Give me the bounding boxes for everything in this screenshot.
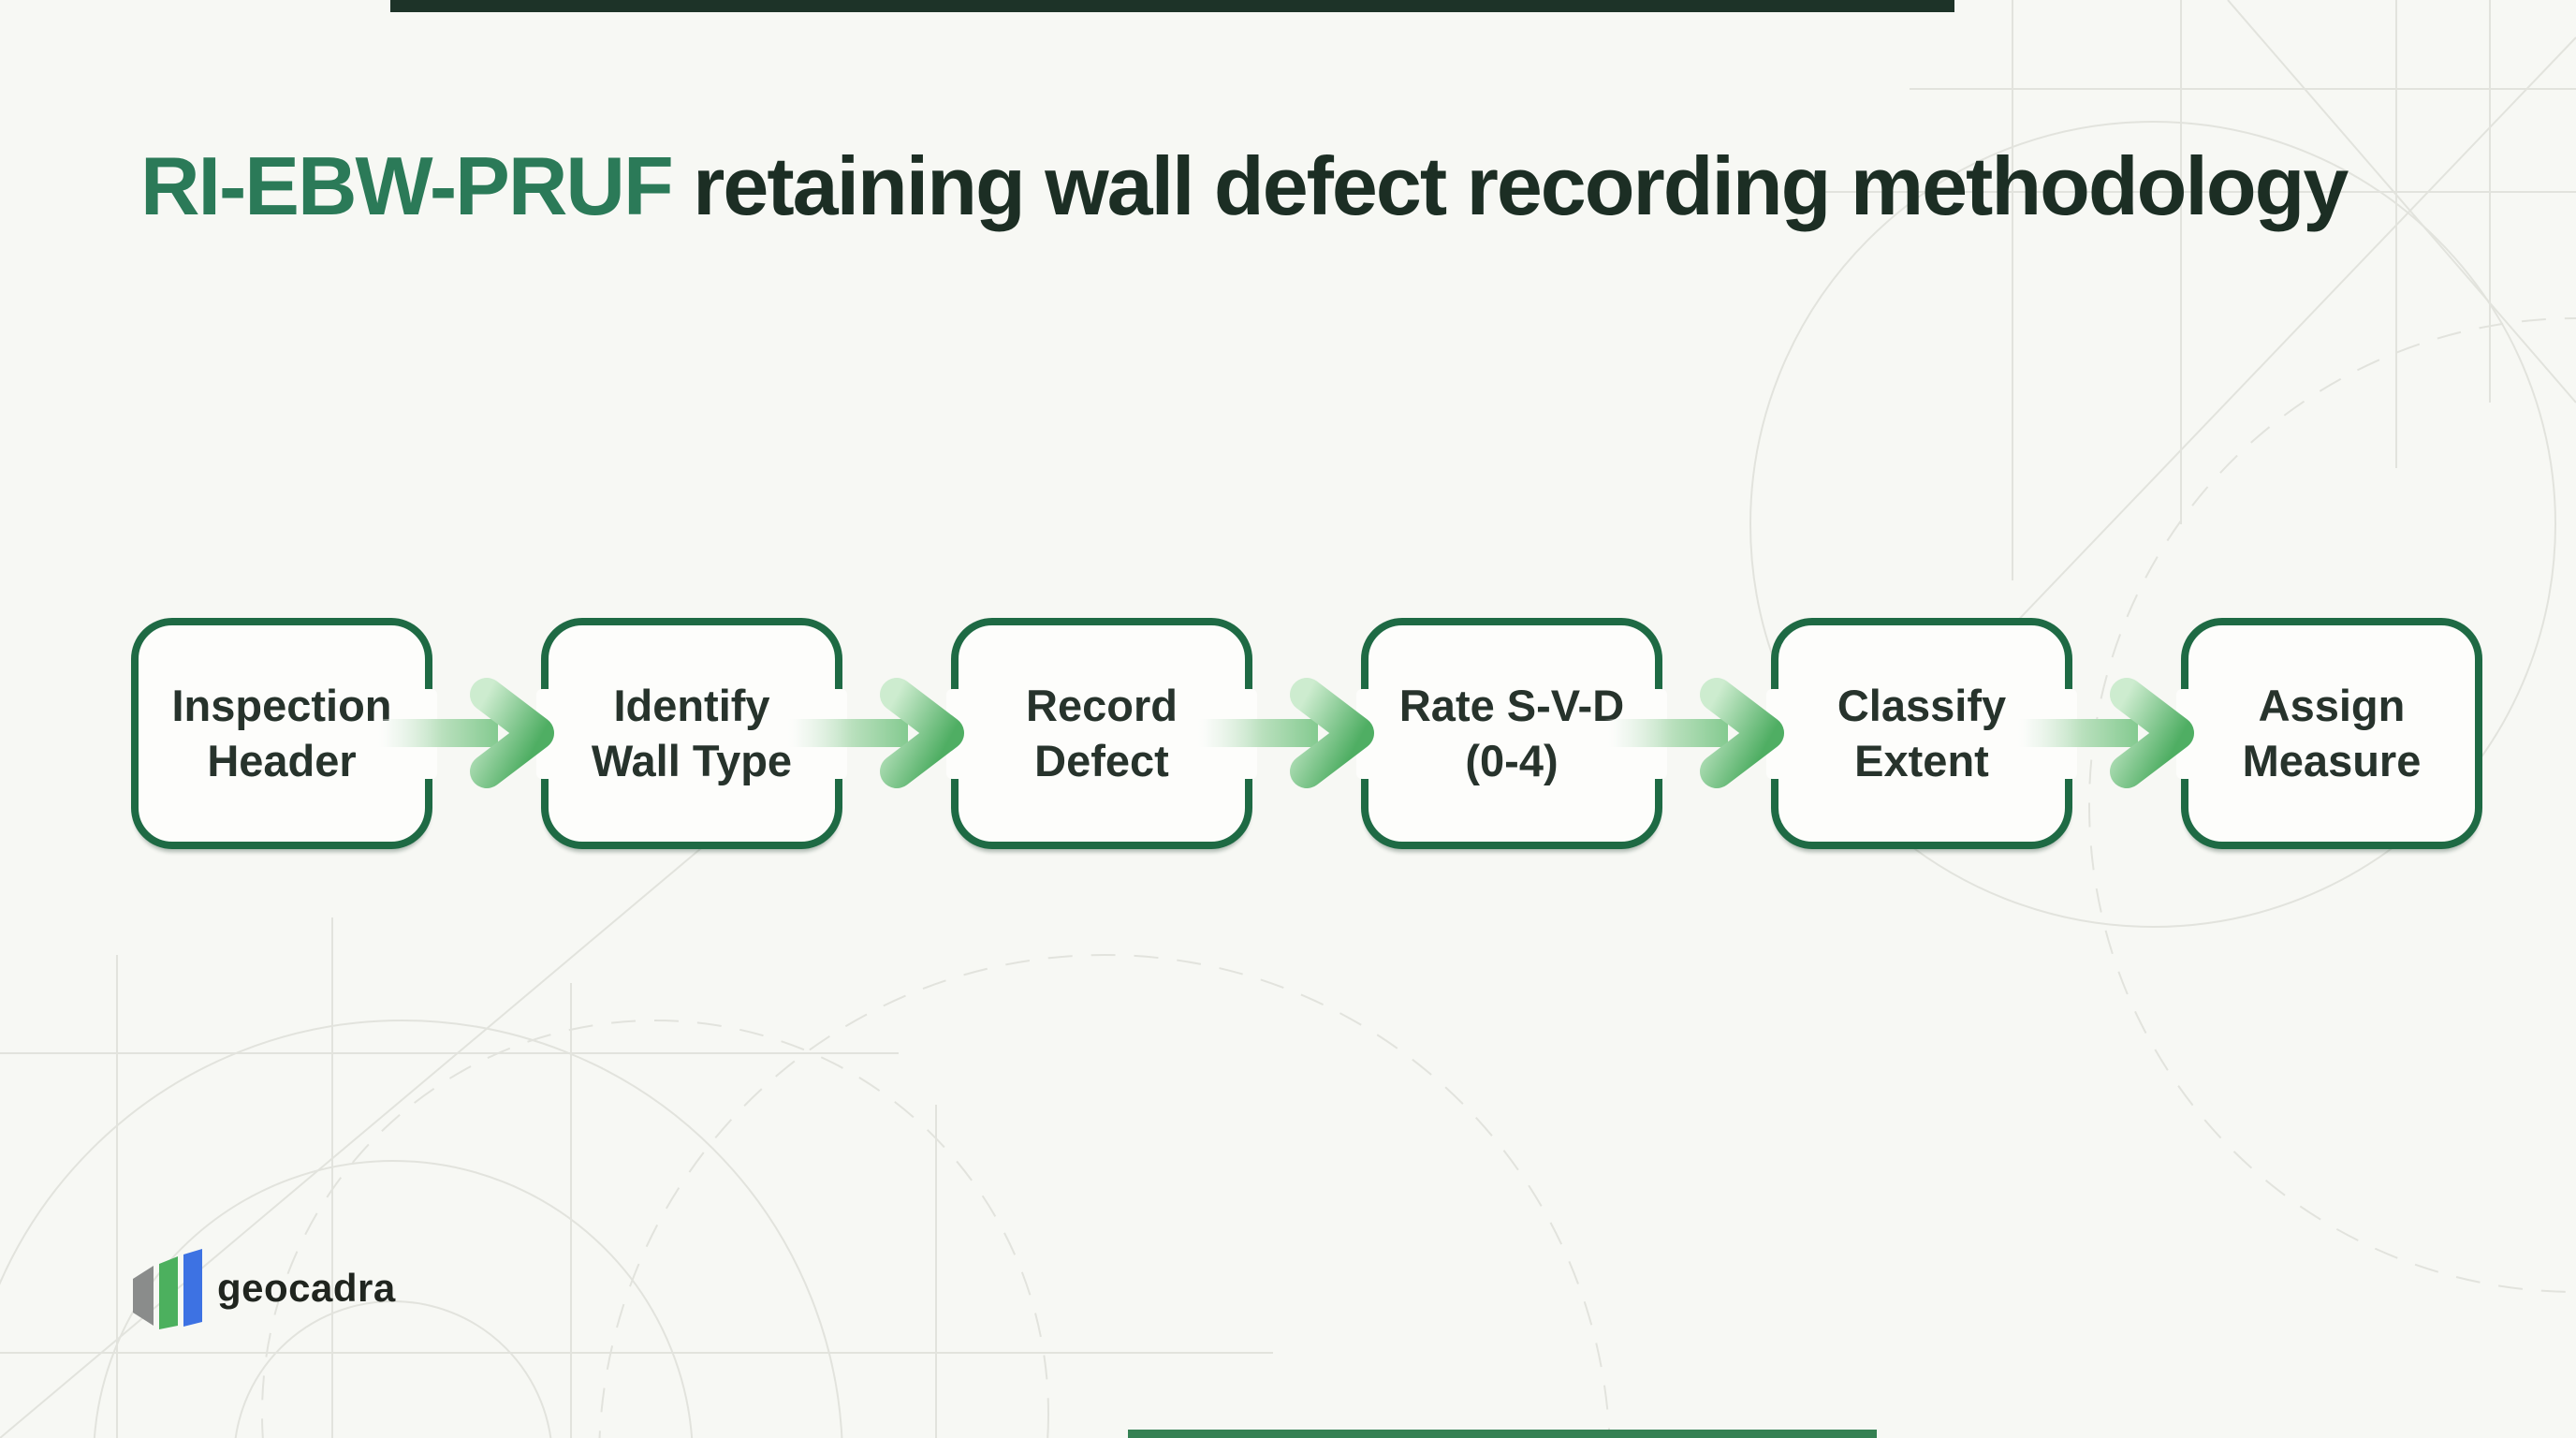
border-notch <box>946 688 965 779</box>
flow-diagram: Inspection Header Identify Wall Type Rec… <box>131 618 2482 849</box>
border-notch <box>1766 688 1785 779</box>
border-notch <box>1238 688 1257 779</box>
page-title: RI-EBW-PRUF retaining wall defect record… <box>140 139 2349 234</box>
border-notch <box>536 688 555 779</box>
step-label-line: Record <box>1026 681 1178 731</box>
page-title-highlight: RI-EBW-PRUF <box>140 139 674 232</box>
step-box-rate-svd: Rate S-V-D (0-4) <box>1356 618 1667 849</box>
border-notch <box>2058 688 2077 779</box>
border-notch <box>828 688 847 779</box>
border-notch <box>1648 688 1667 779</box>
step-label-line: Extent <box>1854 735 1989 785</box>
step-box-identify-wall-type: Identify Wall Type <box>536 618 847 849</box>
step-box-inspection-header: Inspection Header <box>131 618 437 849</box>
bottom-edge-bar <box>1128 1430 1877 1438</box>
page-title-rest: retaining wall defect recording methodol… <box>671 139 2349 232</box>
step-label-line: Wall Type <box>591 735 793 785</box>
step-label-line: Rate S-V-D <box>1398 681 1625 731</box>
step-label-line: Inspection <box>171 681 392 731</box>
step-box-classify-extent: Classify Extent <box>1766 618 2077 849</box>
step-box-record-defect: Record Defect <box>946 618 1257 849</box>
step-label-line: Header <box>207 735 357 785</box>
step-label-line: Measure <box>2242 735 2422 785</box>
border-notch <box>1356 688 1375 779</box>
step-label-line: Defect <box>1034 735 1169 785</box>
top-edge-bar <box>390 0 1954 12</box>
step-label-line: Classify <box>1837 681 2007 731</box>
brand-logo: geocadra <box>129 1245 396 1331</box>
logo-wordmark: geocadra <box>217 1266 396 1310</box>
step-label-line: Identify <box>613 681 770 731</box>
logo-mark-icon <box>133 1249 202 1329</box>
border-notch <box>418 688 437 779</box>
step-label-line: Assign <box>2258 681 2406 731</box>
border-notch <box>2176 688 2195 779</box>
step-box-assign-measure: Assign Measure <box>2176 618 2482 849</box>
step-label-line: (0-4) <box>1465 735 1559 785</box>
